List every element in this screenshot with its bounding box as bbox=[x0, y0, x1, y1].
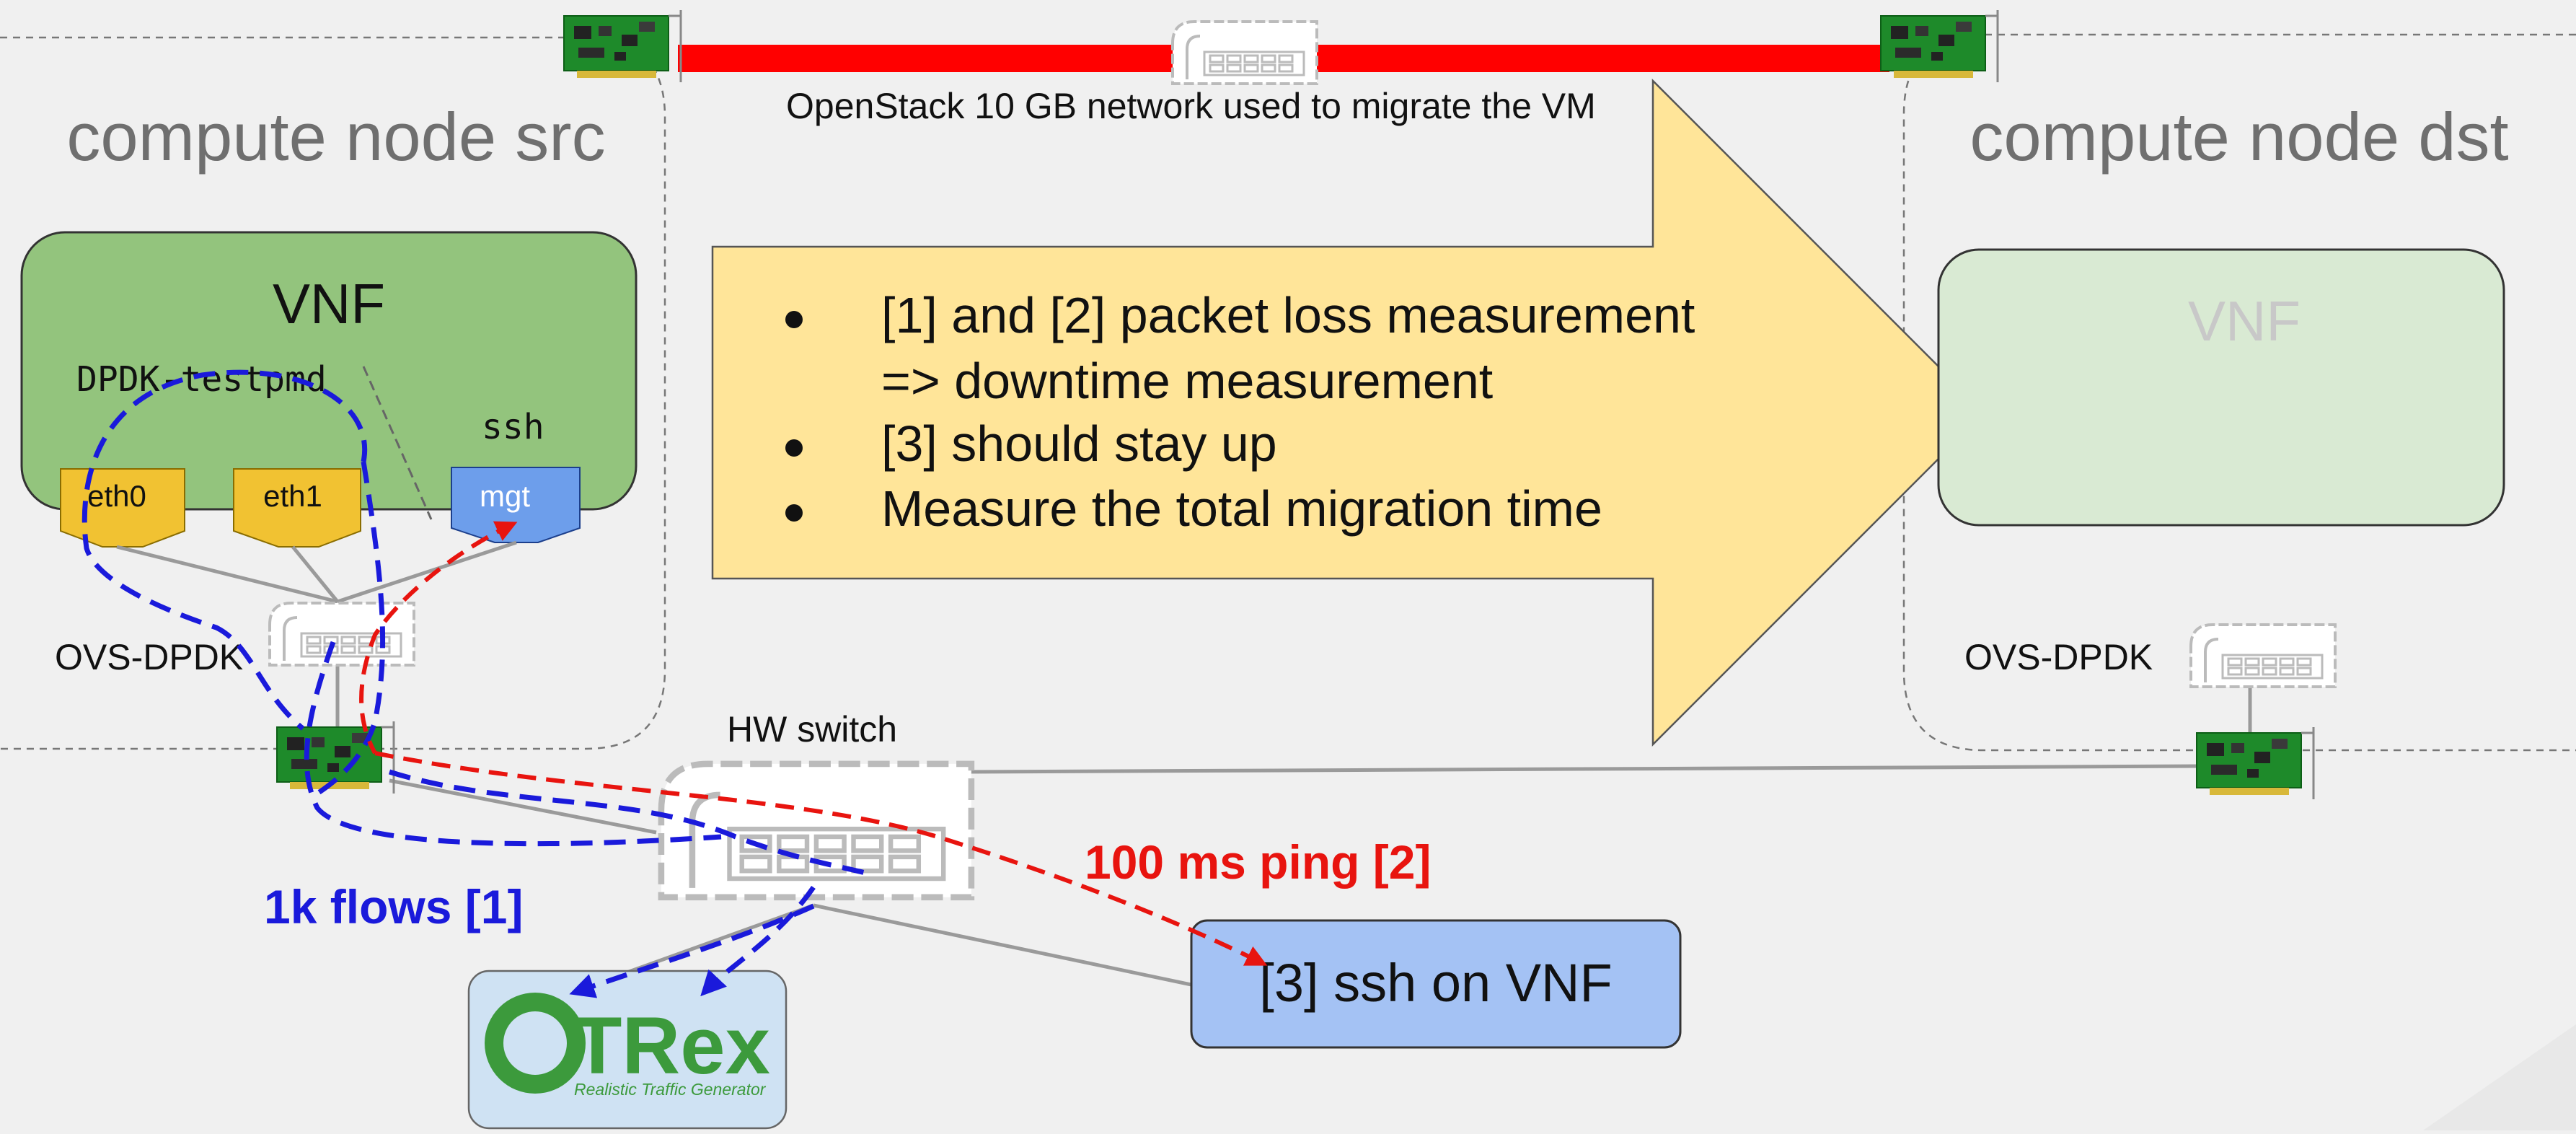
bullet-item: Measure the total migration time bbox=[881, 480, 1602, 537]
ovs-dst-label: OVS-DPDK bbox=[1964, 637, 2153, 677]
nic-dst-top-icon bbox=[1879, 9, 1999, 84]
migration-arrow bbox=[711, 78, 1986, 747]
migration-network-label: OpenStack 10 GB network used to migrate … bbox=[786, 86, 1596, 126]
ssh-label: ssh bbox=[482, 407, 544, 447]
bullet-item: [1] and [2] packet loss measurement bbox=[881, 287, 1695, 343]
arrow-bullet-list: [1] and [2] packet loss measurement => d… bbox=[785, 287, 1695, 537]
bullet-dot bbox=[785, 311, 803, 328]
nic-dst-bottom-icon bbox=[2195, 726, 2315, 801]
ovs-src-label: OVS-DPDK bbox=[55, 637, 243, 677]
hw-switch-icon bbox=[661, 764, 971, 897]
flows-label: 1k flows [1] bbox=[264, 880, 523, 933]
compute-node-dst-title: compute node dst bbox=[1970, 99, 2508, 175]
flow-traffic-paths bbox=[81, 369, 866, 998]
compute-node-src-title: compute node src bbox=[66, 99, 605, 175]
migration-switch-icon bbox=[1171, 20, 1318, 85]
port-eth1 bbox=[233, 468, 361, 548]
nic-src-top-icon bbox=[563, 9, 682, 84]
bullet-dot bbox=[785, 439, 803, 457]
port-eth1-label: eth1 bbox=[263, 479, 322, 513]
vnf-src-title: VNF bbox=[273, 272, 385, 335]
page-corner-fold bbox=[2423, 1024, 2576, 1130]
dpdk-testpmd-label: DPDK-testpmd bbox=[76, 359, 327, 400]
vnf-dst-box bbox=[1937, 248, 2505, 527]
port-mgt-label: mgt bbox=[480, 479, 530, 513]
wiring bbox=[116, 540, 2252, 987]
trex-logo-text: TRex bbox=[573, 1001, 770, 1091]
hw-switch-label: HW switch bbox=[727, 709, 897, 750]
ping-traffic-paths bbox=[359, 521, 1268, 966]
ovs-dst-switch-icon bbox=[2189, 623, 2337, 688]
ssh-on-vnf-label: [3] ssh on VNF bbox=[1259, 953, 1612, 1013]
bullet-item-continued: => downtime measurement bbox=[881, 353, 1493, 409]
port-eth0 bbox=[60, 468, 185, 548]
bullet-dot bbox=[785, 504, 803, 522]
ssh-on-vnf-box bbox=[1190, 919, 1682, 1049]
bullet-item: [3] should stay up bbox=[881, 416, 1277, 472]
vnf-divider bbox=[362, 366, 433, 520]
port-eth0-label: eth0 bbox=[87, 479, 146, 513]
vnf-dst-title: VNF bbox=[2188, 289, 2301, 353]
port-mgt bbox=[451, 467, 581, 543]
ping-label: 100 ms ping [2] bbox=[1085, 835, 1431, 889]
trex-tagline: Realistic Traffic Generator bbox=[574, 1080, 767, 1099]
